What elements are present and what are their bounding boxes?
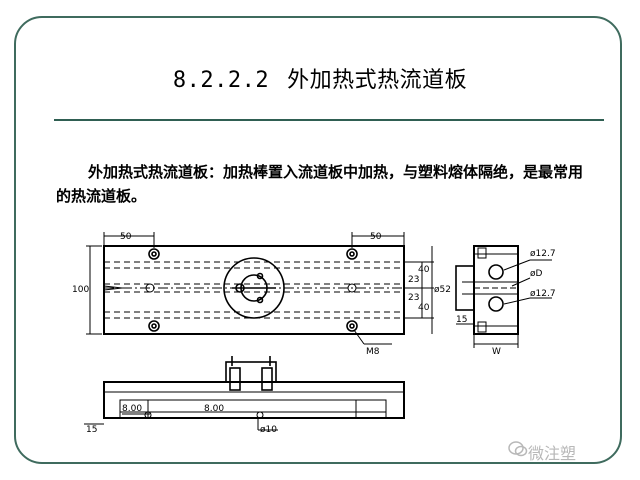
dim-phi10: ø10 [260, 425, 277, 435]
dim-phi52: ø52 [434, 285, 451, 295]
plate-top-view [103, 245, 405, 335]
dim-height: 100 [72, 285, 89, 295]
dim-w: W [492, 347, 501, 357]
hot-runner-drawing: 50 50 100 40 23 ø52 23 40 M8 ø12.7 øD ø1… [72, 232, 556, 435]
dim-phi127-top: ø12.7 [530, 249, 556, 259]
nozzle-head [225, 356, 277, 391]
dim-15-bottom: 15 [86, 425, 97, 435]
dim-15-side: 15 [456, 315, 467, 325]
bolt-holes [148, 248, 358, 332]
plate-side-view [473, 245, 519, 335]
dim-23-top: 23 [408, 275, 419, 285]
dim-m8: M8 [366, 347, 380, 357]
slide-title: 8.2.2.2 外加热式热流道板 [0, 62, 640, 94]
dim-phi127-bot: ø12.7 [530, 289, 556, 299]
paragraph: 外加热式热流道板：加热棒置入流道板中加热，与塑料熔体隔绝，是最常用的热流道板。 [56, 163, 584, 205]
slide-frame [14, 16, 622, 464]
title-text: 外加热式热流道板 [287, 68, 468, 93]
section-number: 8.2.2.2 [172, 68, 270, 93]
watermark: 微注塑 [528, 444, 577, 463]
dim-phiD: øD [530, 269, 543, 279]
wechat-icon [508, 441, 528, 457]
title-rule [54, 119, 604, 121]
dim-800-mid: 8.00 [204, 404, 224, 414]
dim-40-top: 40 [418, 265, 430, 275]
dim-40-bot: 40 [418, 303, 430, 313]
dim-800-left: 8.00 [122, 404, 142, 414]
sprue-bush [223, 257, 285, 319]
dim-top-left: 50 [120, 232, 132, 242]
dim-top-right: 50 [370, 232, 382, 242]
dim-23-bot: 23 [408, 293, 419, 303]
